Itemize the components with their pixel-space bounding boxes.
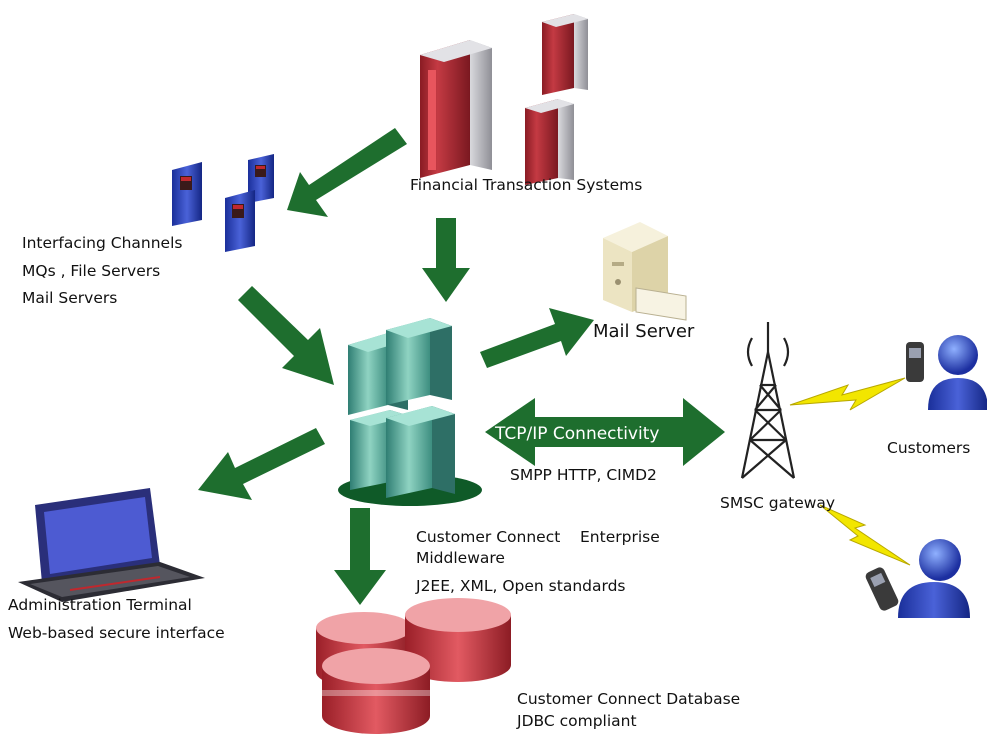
mail-server-label: Mail Server	[593, 321, 695, 342]
database-icon	[316, 598, 511, 734]
tcp-connectivity-label: TCP/IP Connectivity	[494, 424, 659, 444]
interfacing-mail-label: Mail Servers	[22, 289, 118, 307]
arrow-middleware-to-laptop	[198, 428, 325, 500]
arrow-financial-to-interfacing	[287, 128, 407, 217]
lightning-icon	[789, 377, 906, 411]
financial-systems-label: Financial Transaction Systems	[410, 176, 643, 194]
database-label: Customer Connect Database	[517, 690, 741, 708]
tcp-connectivity-arrow	[485, 398, 725, 466]
middleware-title-label: Customer Connect Enterprise	[416, 528, 660, 546]
mainframe-icon	[420, 14, 588, 185]
arrow-middleware-to-database	[334, 508, 386, 605]
interfacing-mq-label: MQs , File Servers	[22, 262, 161, 280]
customers-label: Customers	[887, 439, 971, 457]
lightning-icon	[819, 504, 911, 566]
smsc-gateway-label: SMSC gateway	[720, 494, 836, 512]
interfacing-channels-label: Interfacing Channels	[22, 234, 183, 252]
protocols-label: SMPP HTTP, CIMD2	[510, 466, 657, 484]
arrow-interfacing-to-middleware	[238, 286, 334, 385]
smsc-tower-icon	[740, 322, 796, 479]
middleware-servers-icon	[338, 318, 482, 506]
arrow-financial-to-middleware	[422, 218, 470, 302]
interfacing-channels-icon	[172, 154, 274, 252]
customer-icon	[906, 335, 987, 410]
laptop-icon	[18, 488, 205, 602]
customer-icon	[865, 539, 970, 618]
middleware-sub-label: Middleware	[416, 549, 505, 567]
admin-interface-label: Web-based secure interface	[8, 624, 225, 642]
database-jdbc-label: JDBC compliant	[517, 712, 637, 730]
arrows	[198, 128, 725, 605]
admin-terminal-label: Administration Terminal	[8, 596, 192, 614]
mail-server-icon	[603, 222, 687, 321]
arrow-middleware-to-mail	[480, 308, 594, 368]
middleware-standards-label: J2EE, XML, Open standards	[416, 577, 626, 595]
